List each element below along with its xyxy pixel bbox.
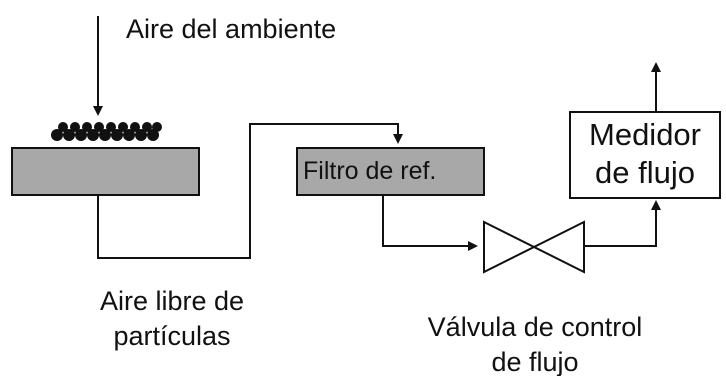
pipe-filter-to-valve — [382, 195, 478, 251]
control-valve-symbol — [483, 220, 585, 274]
particle-deposits — [51, 122, 162, 141]
flow-meter-label-line2: de flujo — [595, 154, 695, 190]
pipe-valve-to-meter — [584, 200, 661, 247]
control-valve-label-line1: Válvula de control — [427, 312, 643, 342]
control-valve-label: Válvula de control de flujo — [392, 310, 678, 376]
particle-free-air-label-line2: partículas — [113, 321, 231, 352]
flow-meter-label: Medidor de flujo — [572, 116, 718, 192]
particle-free-air-label-line1: Aire libre de — [99, 286, 245, 316]
particle-free-air-label: Aire libre de partículas — [72, 284, 272, 354]
reference-filter-box — [296, 147, 485, 196]
flow-meter-label-line1: Medidor — [589, 117, 701, 152]
control-valve-label-line2: de flujo — [491, 347, 579, 376]
flow-meter-box — [569, 111, 721, 199]
pipe-sampler-to-filter — [97, 123, 403, 259]
reference-filter-label: Filtro de ref. — [303, 157, 437, 185]
sampler-block — [11, 147, 200, 196]
ambient-air-label: Aire del ambiente — [126, 14, 337, 44]
